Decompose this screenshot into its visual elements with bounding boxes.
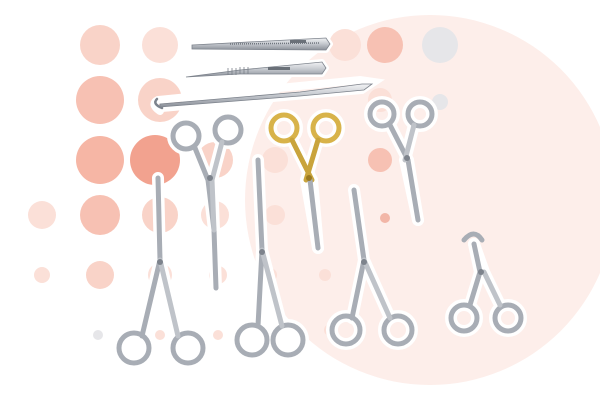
scalpel-handle	[183, 59, 329, 80]
iris-scissors	[231, 154, 309, 361]
probe-hook	[150, 75, 385, 115]
mosquito-hemostat	[364, 96, 438, 226]
towel-clamp	[445, 231, 527, 337]
straight-hemostat-large	[113, 172, 209, 369]
curved-hemostat	[167, 111, 247, 294]
straight-hemostat-medium	[326, 184, 418, 350]
adson-forceps	[189, 35, 333, 53]
backdrop-circle	[245, 15, 600, 385]
gold-needle-holder	[265, 109, 345, 254]
